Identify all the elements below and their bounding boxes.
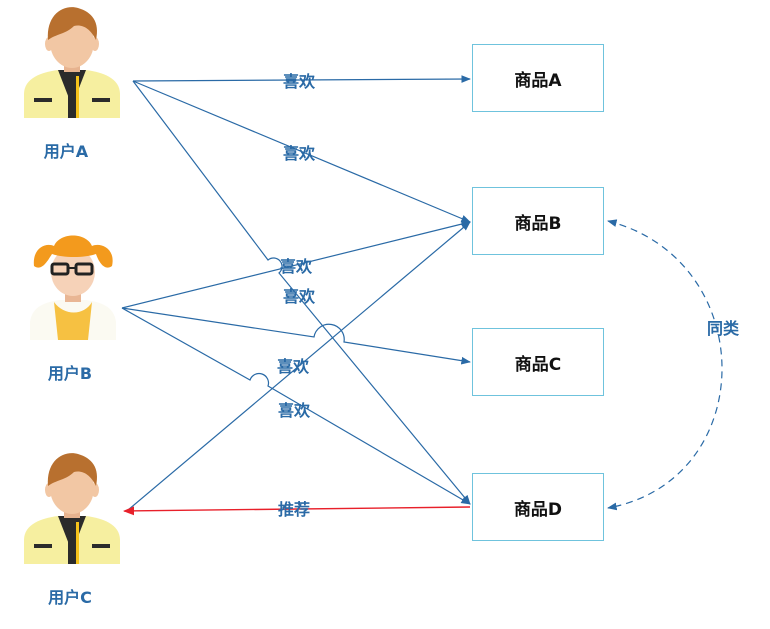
similarity-label: 同类 <box>707 319 740 338</box>
item-b-box: 商品B <box>472 187 604 255</box>
item-b-label: 商品B <box>514 213 562 234</box>
edge-recommend-itemD-userC <box>122 506 471 516</box>
item-d-box: 商品D <box>472 473 604 541</box>
female-user-avatar-icon <box>30 235 116 340</box>
edge-userC-itemB <box>127 221 471 511</box>
user-b-label: 用户B <box>47 364 93 383</box>
male-user-avatar-icon <box>24 7 120 118</box>
edge-label-userB-itemD: 喜欢 <box>278 401 311 420</box>
user-a-label: 用户A <box>43 142 89 161</box>
edge-userB-itemD <box>121 307 471 505</box>
edge-label-recommend: 推荐 <box>278 500 310 519</box>
edge-userA-itemB <box>132 80 471 223</box>
edge-label-userA-itemA: 喜欢 <box>283 72 316 91</box>
similarity-arc <box>607 219 723 511</box>
user-c-label: 用户C <box>48 588 92 607</box>
edge-label-userA-itemD: 喜欢 <box>280 257 313 276</box>
item-c-label: 商品C <box>514 354 562 375</box>
item-c-box: 商品C <box>472 328 604 396</box>
edge-label-userA-itemB: 喜欢 <box>283 144 316 163</box>
edge-label-userB-itemB: 喜欢 <box>283 287 316 306</box>
item-a-label: 商品A <box>514 70 562 91</box>
item-a-box: 商品A <box>472 44 604 112</box>
edge-label-userB-itemC: 喜欢 <box>277 357 310 376</box>
item-d-label: 商品D <box>513 499 563 520</box>
edge-userA-itemA <box>132 75 471 83</box>
edge-userB-itemC <box>121 307 471 365</box>
edge-userB-itemB <box>121 220 471 309</box>
male-user-avatar-icon <box>24 453 120 564</box>
edge-userA-itemD <box>132 80 471 505</box>
